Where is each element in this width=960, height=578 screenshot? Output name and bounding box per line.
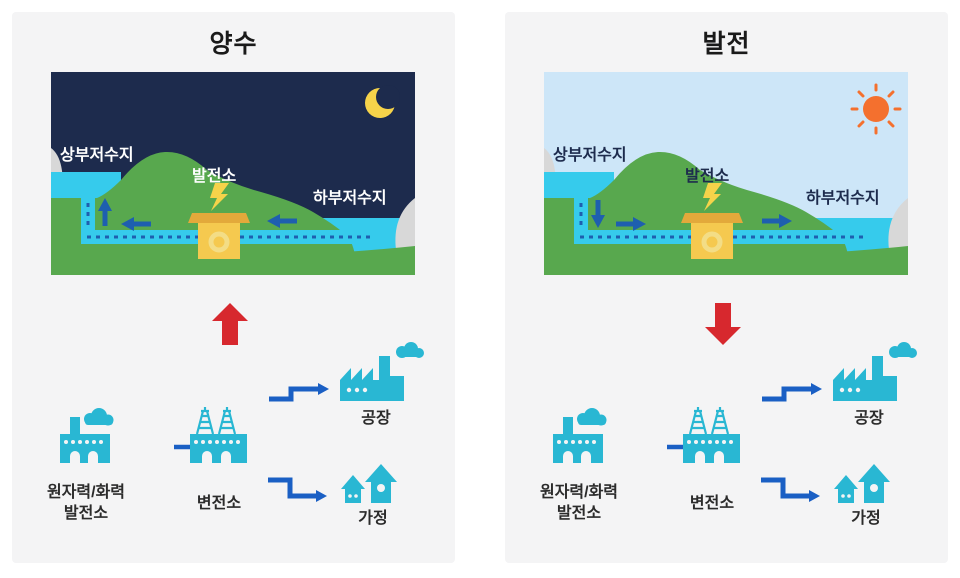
thermal-plant-icon xyxy=(60,408,114,463)
powerhouse-label: 발전소 xyxy=(685,167,729,185)
powerhouse-building xyxy=(188,213,250,259)
pump-flow-arrows xyxy=(98,198,297,231)
moon-icon xyxy=(365,85,400,118)
foreground-hill xyxy=(544,246,908,275)
panel-title-generation: 발전 xyxy=(702,30,751,58)
electricity-up-arrow-icon xyxy=(212,303,248,345)
factory-label: 공장 xyxy=(854,409,884,427)
upper-reservoir-label: 상부저수지 xyxy=(60,146,134,164)
panel-pumping: 양수 상부저수지 발전소 하부저수지 xyxy=(12,12,455,563)
factory-icon xyxy=(340,342,424,401)
factory-icon xyxy=(833,342,917,401)
substation-label: 변전소 xyxy=(690,494,734,512)
factory-label: 공장 xyxy=(361,409,391,427)
homes-icon xyxy=(341,464,397,503)
substation-to-home-arrow-icon xyxy=(268,480,327,502)
thermal-plant-icon xyxy=(553,408,607,463)
panel-generation: 발전 xyxy=(505,12,948,563)
grid-flow-pumping: 원자력/화력 발전소 변전소 공장 가정 xyxy=(47,303,424,527)
home-label: 가정 xyxy=(358,509,387,527)
substation-icon xyxy=(188,405,249,465)
substation-to-home-arrow-icon xyxy=(761,480,820,502)
source-label-line1: 원자력/화력 xyxy=(540,482,618,501)
substation-to-factory-arrow-icon xyxy=(269,383,329,399)
home-label: 가정 xyxy=(851,509,880,527)
lower-reservoir-label: 하부저수지 xyxy=(806,189,880,207)
substation-to-factory-arrow-icon xyxy=(762,383,822,399)
source-label-line2: 발전소 xyxy=(557,504,601,522)
electricity-down-arrow-icon xyxy=(705,303,741,345)
homes-icon xyxy=(834,464,890,503)
foreground-hill xyxy=(51,246,415,275)
substation-icon xyxy=(681,405,742,465)
source-label-line1: 원자력/화력 xyxy=(47,482,125,501)
scene-night: 상부저수지 발전소 하부저수지 xyxy=(51,72,415,275)
lower-reservoir-label: 하부저수지 xyxy=(313,189,387,207)
source-label-line2: 발전소 xyxy=(64,504,108,522)
right-rock xyxy=(888,198,908,250)
substation-label: 변전소 xyxy=(197,494,241,512)
generation-flow-arrows xyxy=(591,200,792,231)
lightning-icon xyxy=(703,183,722,211)
scene-day: 상부저수지 발전소 하부저수지 xyxy=(544,72,908,275)
powerhouse-building xyxy=(681,213,743,259)
powerhouse-label: 발전소 xyxy=(192,167,236,185)
panel-title-pumping: 양수 xyxy=(209,30,258,58)
grid-flow-generation: 원자력/화력 발전소 변전소 공장 가정 xyxy=(540,303,917,527)
upper-reservoir-label: 상부저수지 xyxy=(553,146,627,164)
right-rock xyxy=(395,198,415,250)
sun-icon xyxy=(850,83,902,135)
lightning-icon xyxy=(210,183,229,211)
